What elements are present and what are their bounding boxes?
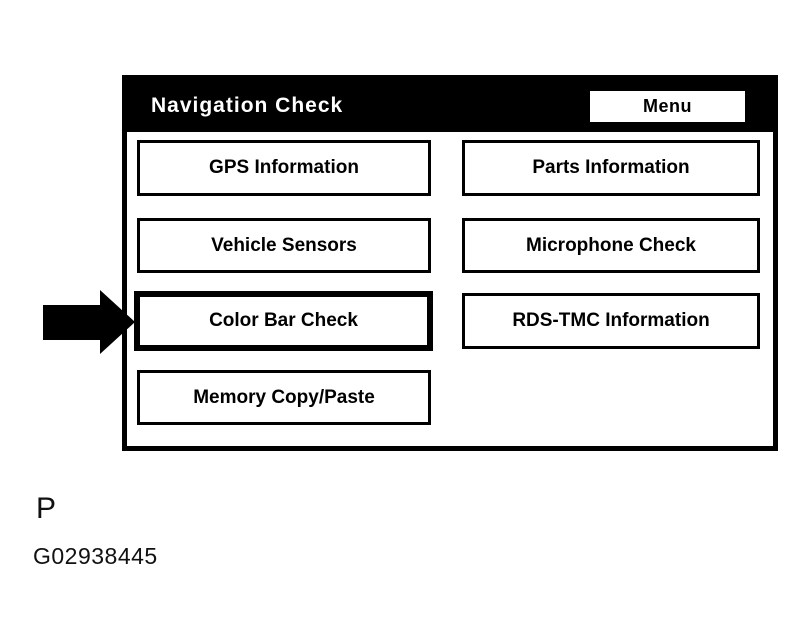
navigation-check-screen: Navigation Check Menu GPS Information Pa… (122, 75, 778, 451)
screen-header: Navigation Check Menu (127, 80, 773, 132)
color-bar-check-button[interactable]: Color Bar Check (134, 291, 433, 351)
rds-tmc-information-button[interactable]: RDS-TMC Information (462, 293, 760, 349)
figure-code: G02938445 (33, 543, 158, 569)
arrow-right-icon (43, 290, 135, 354)
vehicle-sensors-button[interactable]: Vehicle Sensors (137, 218, 431, 273)
page-title: Navigation Check (151, 94, 344, 117)
menu-button[interactable]: Menu (590, 90, 745, 122)
gps-information-button[interactable]: GPS Information (137, 140, 431, 196)
memory-copy-paste-button[interactable]: Memory Copy/Paste (137, 370, 431, 425)
parts-information-button[interactable]: Parts Information (462, 140, 760, 196)
microphone-check-button[interactable]: Microphone Check (462, 218, 760, 273)
figure-letter: P (36, 492, 57, 525)
